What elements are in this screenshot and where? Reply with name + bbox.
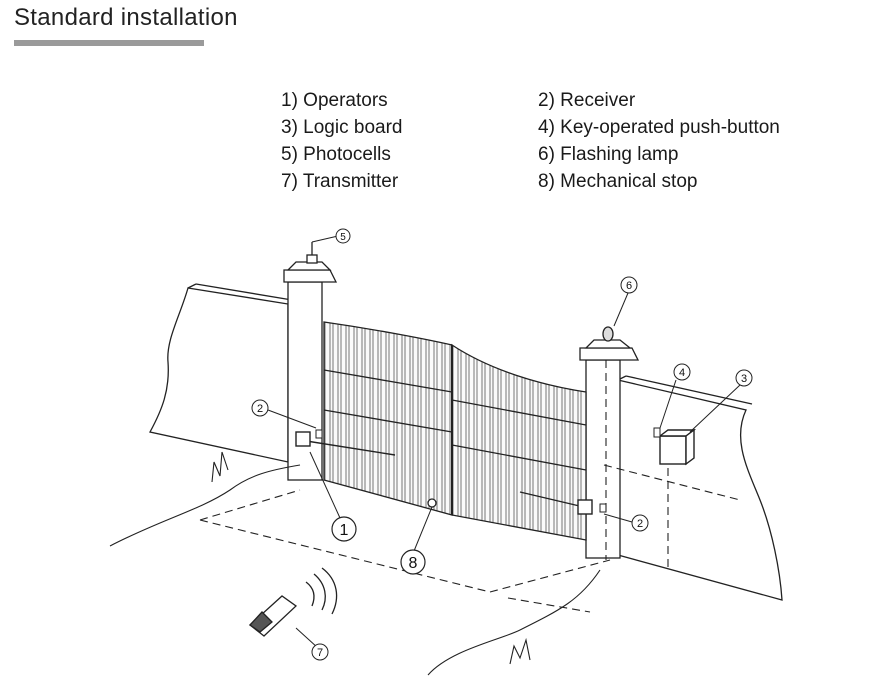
callout-2-right: 2 (631, 514, 649, 532)
right-pillar (579, 326, 640, 559)
transmitter-device (248, 567, 338, 637)
callout-leaders (267, 235, 741, 649)
callout-5: 5 (335, 228, 351, 244)
left-pillar (283, 242, 338, 481)
callout-7: 7 (311, 643, 329, 661)
cable-lines (199, 360, 741, 613)
page-title: Standard installation (14, 4, 238, 31)
callout-4: 4 (673, 363, 691, 381)
legend-item-mechanical-stop: 8) Mechanical stop (538, 171, 698, 192)
photocell-left (315, 429, 323, 439)
callout-number: 1 (340, 522, 349, 539)
callout-6: 6 (620, 276, 638, 294)
callout-number: 2 (257, 403, 263, 415)
gate-leaves (323, 321, 587, 541)
logic-board-box (657, 428, 697, 466)
legend-item-key-button: 4) Key-operated push-button (538, 117, 780, 138)
callout-number: 6 (626, 280, 632, 292)
callout-number: 2 (637, 518, 643, 530)
callout-number: 4 (679, 367, 685, 379)
callout-number: 8 (409, 555, 418, 572)
legend-item-transmitter: 7) Transmitter (281, 171, 399, 192)
legend-item-receiver: 2) Receiver (538, 90, 636, 111)
callout-number: 7 (317, 647, 323, 659)
callout-2-left: 2 (251, 399, 269, 417)
ground-contours (109, 451, 601, 676)
callout-3: 3 (735, 369, 753, 387)
legend-item-photocells: 5) Photocells (281, 144, 391, 165)
left-wall (149, 283, 293, 463)
photocell-right (599, 503, 607, 513)
key-button-box (653, 427, 661, 438)
right-wall (617, 375, 783, 601)
title-underline (14, 40, 204, 46)
operator-arms (295, 431, 593, 515)
legend-item-flashing-lamp: 6) Flashing lamp (538, 144, 679, 165)
legend-item-logic-board: 3) Logic board (281, 117, 403, 138)
callout-number: 3 (741, 373, 747, 385)
callout-8: 8 (400, 549, 426, 575)
mechanical-stop-marker (427, 498, 437, 508)
legend-item-operators: 1) Operators (281, 90, 388, 111)
callout-1: 1 (331, 516, 357, 542)
callout-number: 5 (340, 232, 346, 243)
